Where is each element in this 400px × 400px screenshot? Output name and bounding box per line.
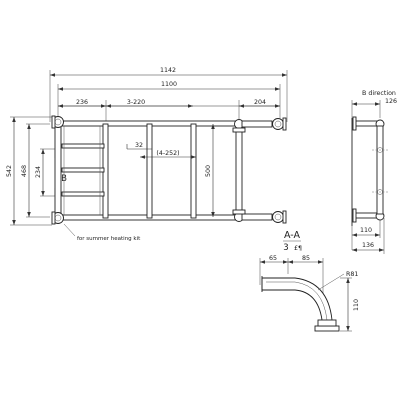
side-vertical-tube	[376, 125, 384, 215]
towel-bar	[190, 123, 197, 219]
side-view: B direction 126 110 136	[351, 90, 397, 254]
side-bracket-bottom	[354, 212, 379, 219]
dim-depth-bottom: 110	[360, 227, 372, 234]
dim-rail-height: 500	[205, 165, 212, 177]
corner-fitting-bottom-left	[51, 211, 64, 225]
summer-heating-kit-note: for summer heating kit	[77, 236, 141, 242]
dim-overall-depth: 136	[362, 242, 374, 249]
dim-center-width: 1100	[161, 81, 177, 88]
dim-spacing: 3-220	[127, 99, 145, 106]
dim-section-radius: R81	[346, 271, 358, 278]
dim-section-width-b: 85	[302, 255, 310, 262]
dim-bar-spacing: (4-252)	[156, 150, 179, 157]
dim-overall-height: 542	[6, 165, 13, 177]
dim-right-offset: 204	[254, 99, 266, 106]
section-bracket-profile	[261, 277, 333, 327]
front-view: 1142 1100 236 3-220 204 542 468 234 B	[6, 67, 288, 242]
dim-small-gap: 32	[135, 142, 143, 149]
dim-left-offset: 236	[76, 99, 88, 106]
section-title: A-A	[284, 230, 301, 241]
left-frame-bar	[54, 119, 62, 221]
corner-fitting-top-right	[234, 117, 287, 131]
corner-fitting-top-left	[51, 115, 64, 129]
section-view: A-A 3 £¶ 65 85 R81 110	[259, 230, 360, 332]
section-base-plate	[314, 325, 340, 332]
right-frame-bar	[235, 123, 243, 218]
dim-section-height: 110	[353, 299, 360, 311]
dim-depth-top: 126	[385, 98, 397, 105]
side-view-title: B direction	[362, 90, 396, 97]
towel-bar	[146, 123, 153, 219]
dim-overall-width: 1142	[160, 67, 176, 74]
ladder-rung	[61, 143, 105, 149]
ladder-rung	[61, 191, 105, 197]
dim-section-width-a: 65	[269, 255, 277, 262]
side-bracket-top	[354, 120, 379, 127]
dim-lower-height: 234	[35, 166, 42, 178]
section-scale-symbol: £¶	[294, 245, 302, 252]
dim-center-height: 468	[21, 165, 28, 177]
ladder-rung	[61, 167, 105, 173]
section-scale-number: 3	[283, 243, 288, 253]
